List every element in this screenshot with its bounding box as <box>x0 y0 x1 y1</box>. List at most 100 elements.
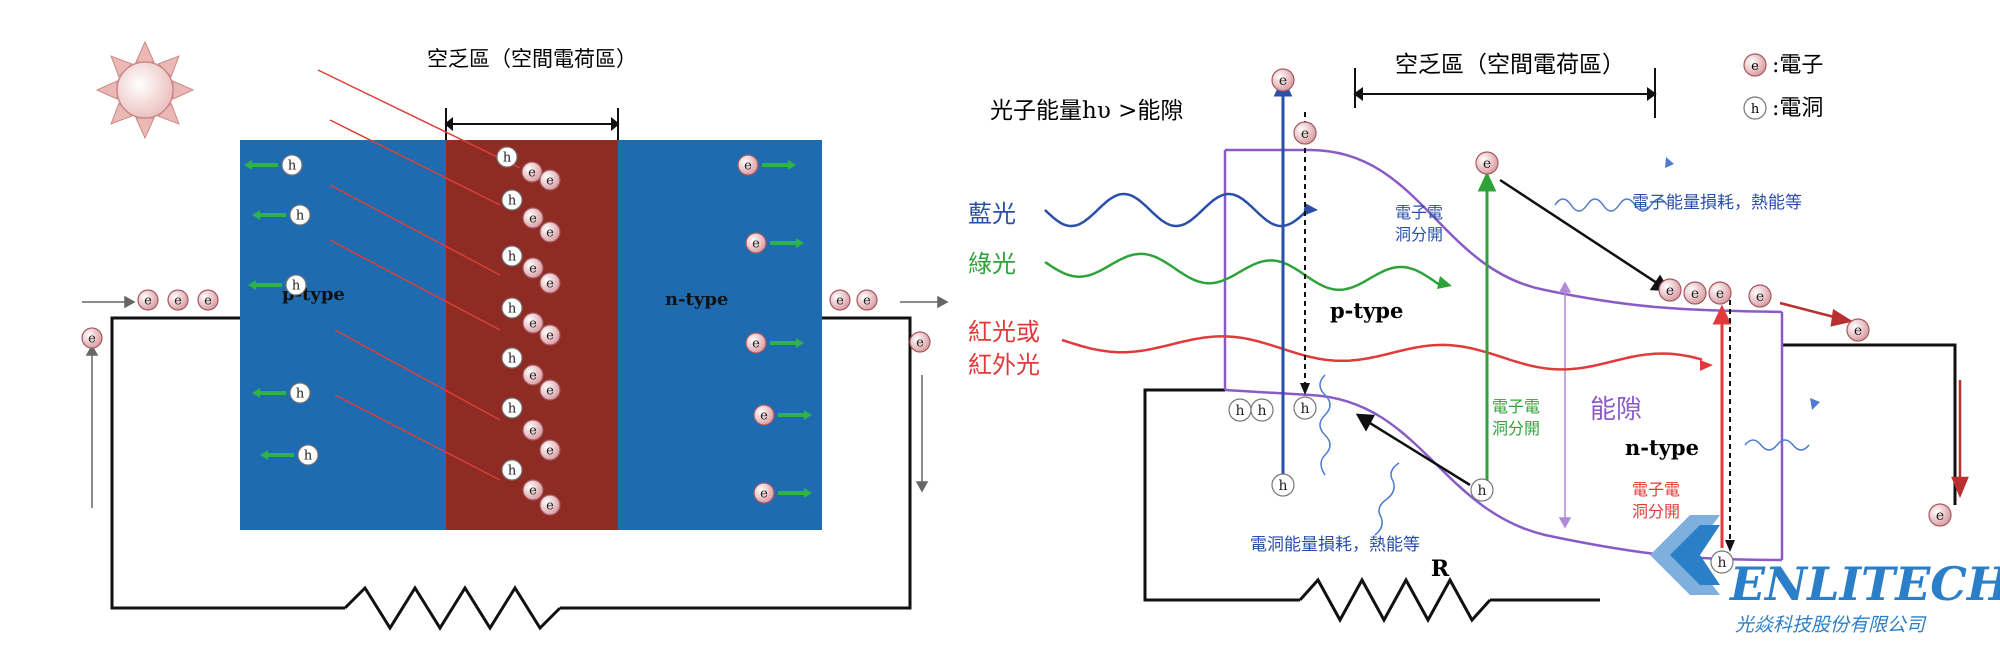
electron: e <box>753 482 775 504</box>
n-region <box>618 140 822 530</box>
electron: e <box>745 332 767 354</box>
svg-text:h: h <box>304 449 313 464</box>
svg-text:h: h <box>296 387 305 402</box>
electron: e <box>829 289 851 311</box>
electron-loss-label: 電子能量損耗，熱能等 <box>1632 193 1802 213</box>
svg-text:e: e <box>1854 323 1862 339</box>
svg-text:e: e <box>752 337 760 352</box>
electron: e <box>1748 284 1772 308</box>
svg-text:e: e <box>174 294 182 309</box>
svg-text:e: e <box>529 484 537 499</box>
right-n-label: n-type <box>1625 435 1699 460</box>
svg-text:e: e <box>529 317 537 332</box>
red-photon-wave <box>1061 335 1703 371</box>
electron: e <box>1475 151 1499 175</box>
legend-hole-icon <box>1743 96 1767 120</box>
drift-arrow <box>778 488 812 498</box>
right-panel: 空乏區（空間電荷區） 光子能量hυ >能隙 e :電子 h :電洞 R <box>968 52 1969 624</box>
electron: e <box>522 479 544 501</box>
svg-text:e: e <box>916 336 924 351</box>
svg-text:e: e <box>88 332 96 347</box>
svg-text:h: h <box>508 464 517 479</box>
drift-arrow <box>260 450 294 460</box>
electron: e <box>856 289 878 311</box>
svg-text:e: e <box>529 424 537 439</box>
sep-label-3a: 電子電 <box>1632 480 1680 499</box>
sun-icon <box>95 40 195 140</box>
band-gap-marker <box>1558 281 1572 529</box>
svg-text:e: e <box>752 237 760 252</box>
drift-arrow <box>244 160 278 170</box>
drift-arrow <box>770 238 804 248</box>
left-n-label: n-type <box>665 289 728 310</box>
hole: h <box>289 204 311 226</box>
hole: h <box>1228 398 1252 422</box>
hole: h <box>1293 396 1317 420</box>
relaxation-dashes <box>1304 112 1731 545</box>
green-excitation-arrow <box>1477 171 1497 480</box>
legend-electron-text: :電子 <box>1772 53 1823 78</box>
svg-text:e: e <box>1279 73 1287 89</box>
svg-text:e: e <box>529 262 537 277</box>
svg-text:e: e <box>529 369 537 384</box>
legend-electron-icon <box>1743 53 1767 77</box>
hole-loss-label: 電洞能量損耗，熱能等 <box>1250 535 1420 555</box>
electron: e <box>753 404 775 426</box>
electron: e <box>522 312 544 334</box>
hole: h <box>289 382 311 404</box>
svg-text:h: h <box>508 402 517 417</box>
conduction-band <box>1225 148 1783 314</box>
electron: e <box>137 289 159 311</box>
left-depletion-label: 空乏區（空間電荷區） <box>427 47 637 71</box>
logo-subtitle: 光焱科技股份有限公司 <box>1735 614 1927 636</box>
hole: h <box>285 274 307 296</box>
hole: h <box>501 189 523 211</box>
svg-text:e: e <box>760 487 768 502</box>
heat-arrowhead-2 <box>1810 398 1820 410</box>
right-circuit <box>1143 343 1957 624</box>
svg-text:e: e <box>546 277 554 292</box>
drift-arrow <box>252 210 286 220</box>
legend-hole-glyph: h <box>1751 102 1760 117</box>
svg-text:e: e <box>1936 508 1944 524</box>
svg-text:e: e <box>1301 126 1309 142</box>
svg-text:e: e <box>546 444 554 459</box>
red-light-label-1: 紅光或 <box>968 318 1040 346</box>
svg-text:e: e <box>546 384 554 399</box>
electron: e <box>539 221 561 243</box>
svg-text:e: e <box>1716 286 1724 302</box>
svg-text:e: e <box>529 212 537 227</box>
right-p-label: p-type <box>1330 298 1403 323</box>
svg-text:h: h <box>1257 403 1266 419</box>
electron: e <box>522 364 544 386</box>
sep-label-3b: 洞分開 <box>1632 502 1680 521</box>
electron: e <box>1846 318 1870 342</box>
electron: e <box>539 379 561 401</box>
svg-text:e: e <box>760 409 768 424</box>
hole: h <box>1710 550 1734 574</box>
electron: e <box>522 419 544 441</box>
electron: e <box>1293 121 1317 145</box>
blue-wave-arrowhead <box>1303 203 1318 216</box>
electron: e <box>167 289 189 311</box>
left-panel: 空乏區（空間電荷區） p-type n-type hhhhhheeheeheeh… <box>81 40 949 631</box>
hole: h <box>501 347 523 369</box>
red-excitation-arrow <box>1712 304 1732 548</box>
red-light-label-2: 紅外光 <box>968 351 1040 379</box>
svg-text:h: h <box>1477 483 1486 499</box>
svg-text:h: h <box>292 279 301 294</box>
hole: h <box>1271 473 1295 497</box>
heat-loss-squiggles <box>1319 198 1810 536</box>
hole: h <box>281 154 303 176</box>
hole: h <box>297 444 319 466</box>
electron: e <box>1928 503 1952 527</box>
right-current-arrows <box>1779 301 1969 499</box>
legend: e :電子 h :電洞 <box>1743 53 1823 121</box>
right-depletion-label: 空乏區（空間電荷區） <box>1395 52 1625 78</box>
electron: e <box>737 154 759 176</box>
photon-energy-label: 光子能量hυ >能隙 <box>990 98 1183 124</box>
electron: e <box>539 272 561 294</box>
electron: e <box>521 161 543 183</box>
